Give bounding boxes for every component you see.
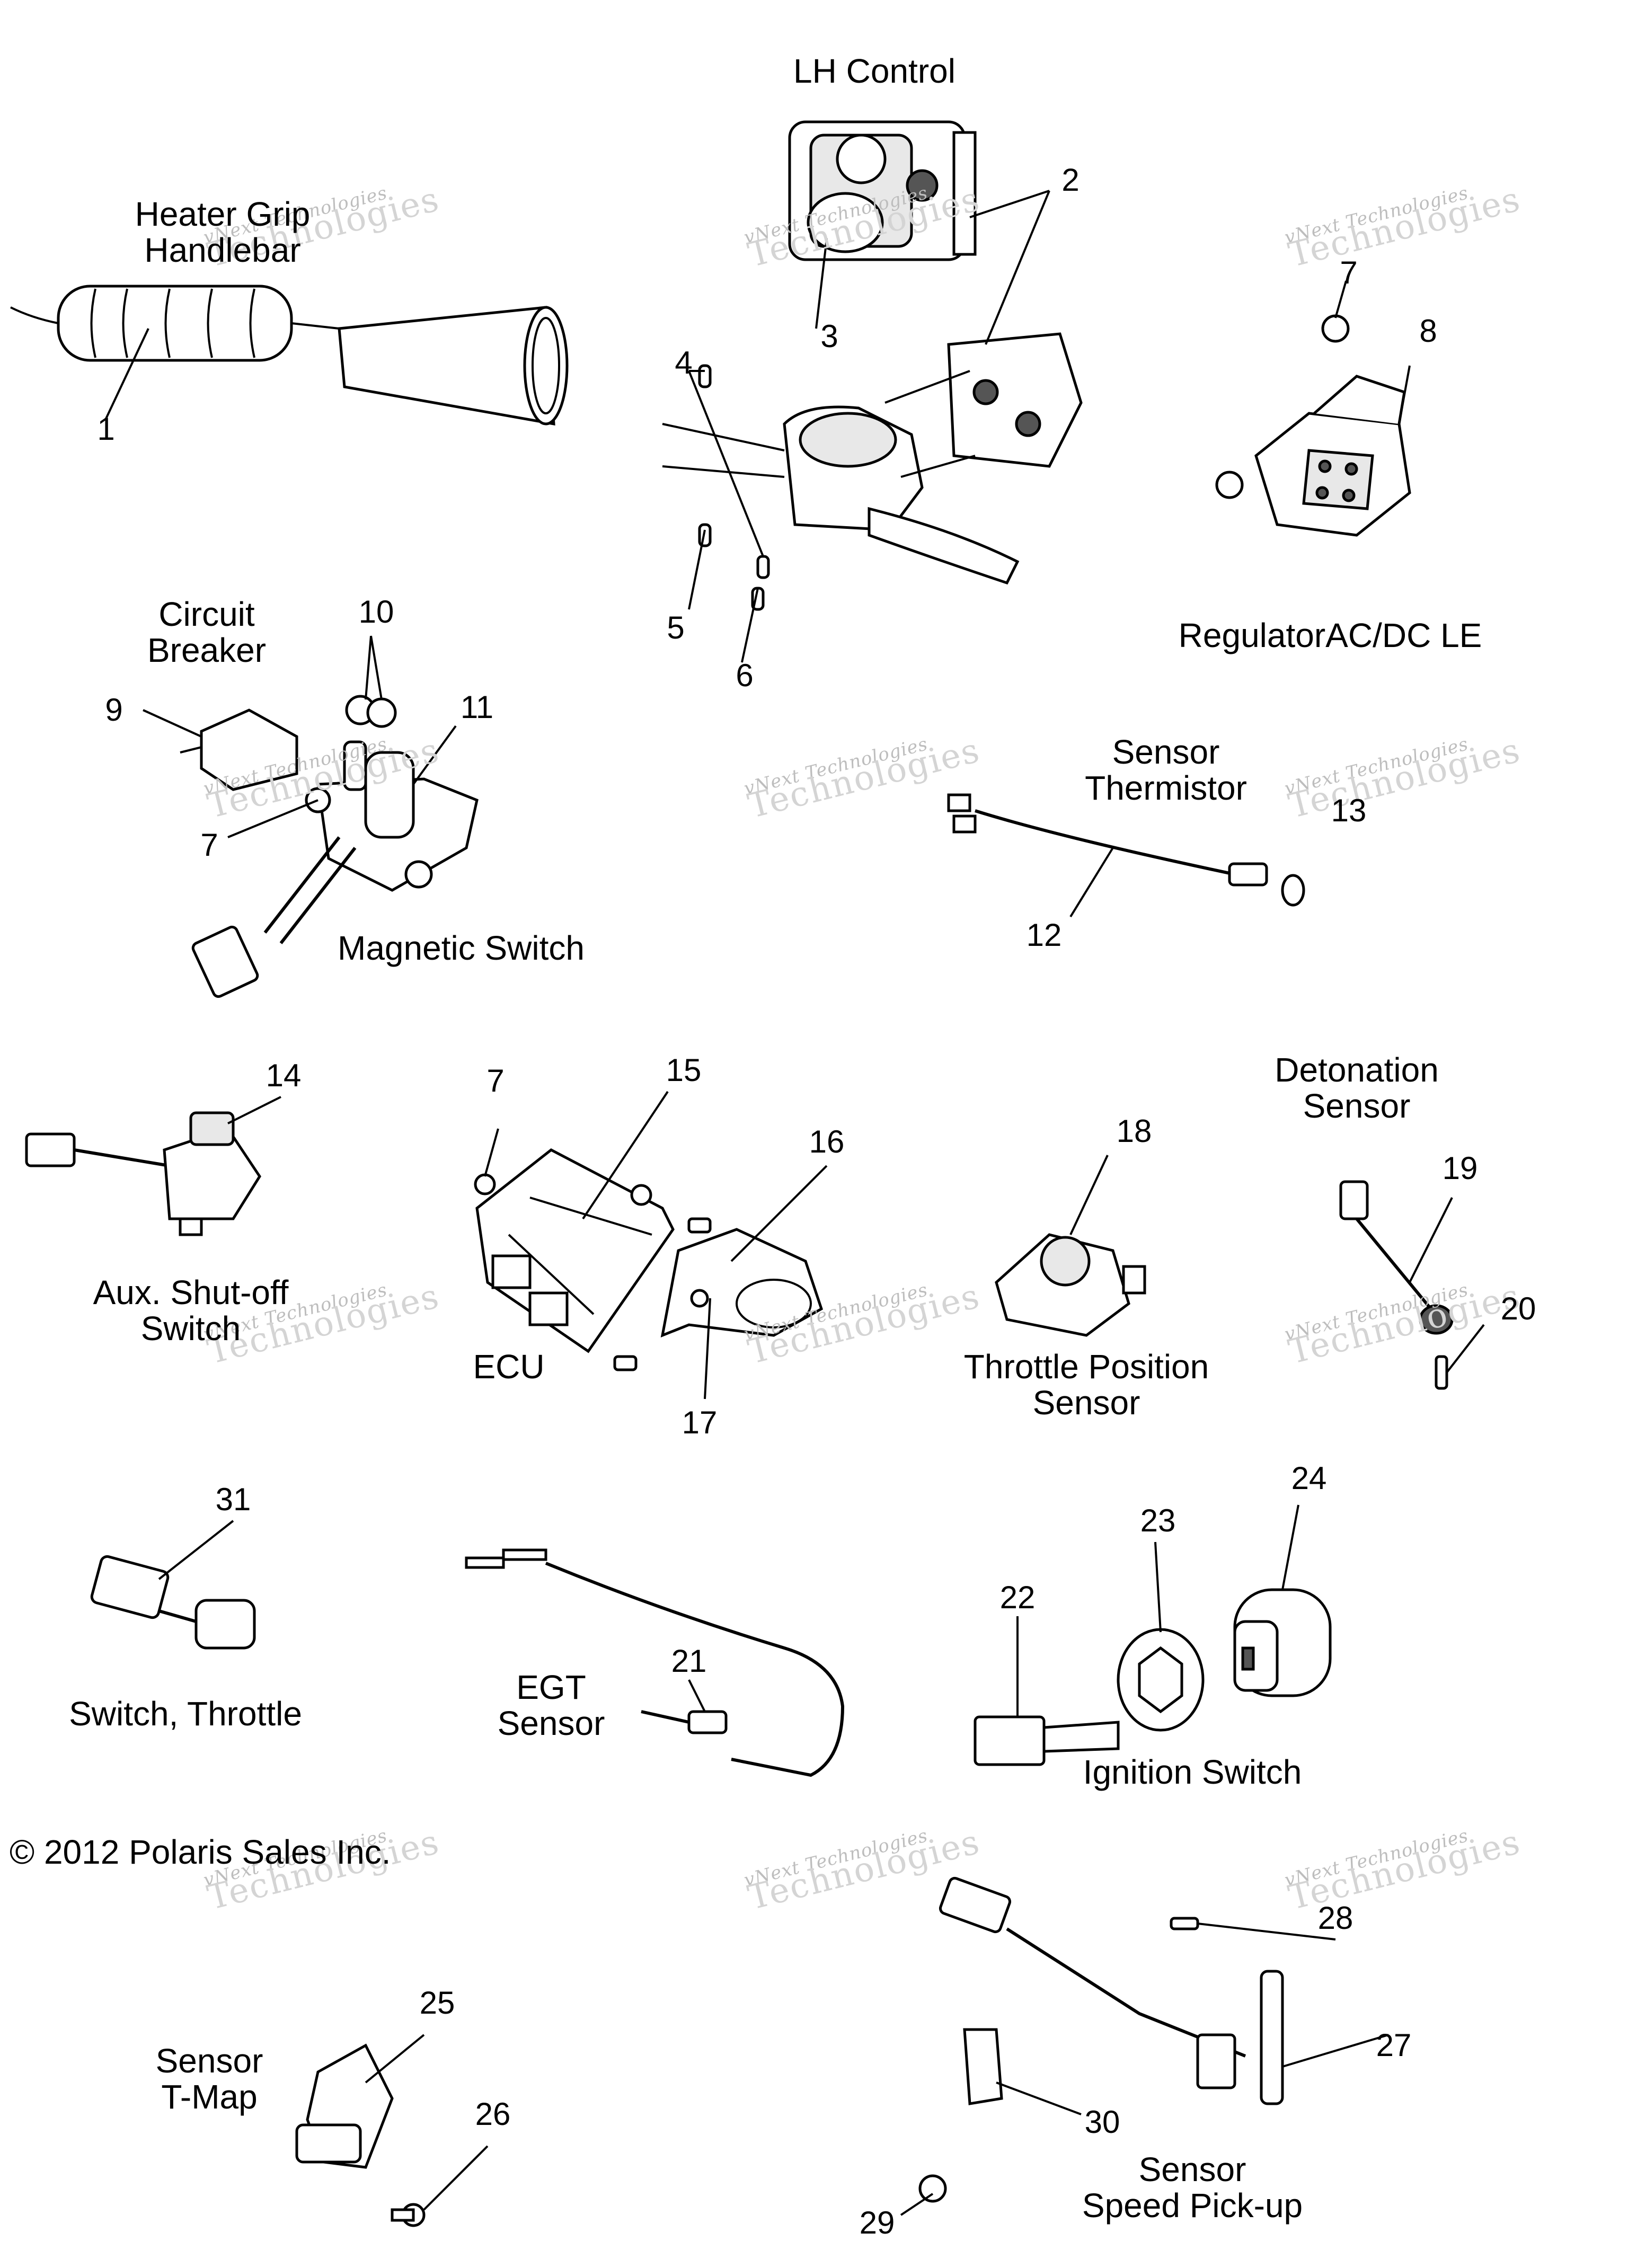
callout-15: 15	[666, 1052, 702, 1088]
callout-1: 1	[97, 411, 115, 447]
callout-20: 20	[1500, 1291, 1536, 1326]
callout-24: 24	[1291, 1460, 1327, 1496]
detonation-sensor-part	[1339, 1180, 1454, 1390]
callout-22: 22	[999, 1580, 1036, 1615]
speed-bracket-part	[918, 2028, 1003, 2203]
callout-27: 27	[1376, 2027, 1412, 2063]
leader-lines	[105, 190, 1485, 2216]
callout-17: 17	[682, 1405, 718, 1440]
callout-30: 30	[1084, 2104, 1120, 2140]
throttle-switch-part	[90, 1555, 256, 1650]
ignition-cylinder-part	[1233, 1588, 1332, 1697]
label-ignition-switch: Ignition Switch	[1083, 1753, 1302, 1791]
egt-sensor-part	[465, 1548, 845, 1777]
label-ecu: ECU	[473, 1348, 545, 1386]
callout-7-breaker: 7	[200, 827, 218, 863]
ignition-nut-part	[1117, 1628, 1205, 1732]
label-heater-grip: Heater Grip Handlebar	[135, 195, 311, 269]
aux-shutoff-switch-part	[25, 1111, 261, 1236]
label-switch-throttle: Switch, Throttle	[69, 1695, 302, 1733]
callout-26: 26	[475, 2096, 511, 2132]
callout-19: 19	[1442, 1150, 1478, 1186]
callout-6: 6	[736, 658, 754, 693]
callout-18: 18	[1116, 1113, 1152, 1149]
callout-8: 8	[1419, 313, 1437, 349]
callout-12: 12	[1026, 917, 1062, 953]
callout-3: 3	[820, 318, 838, 354]
lh-control-housing-part	[788, 120, 977, 261]
label-magnetic-switch: Magnetic Switch	[338, 929, 585, 967]
label-detonation-sensor: Detonation Sensor	[1275, 1051, 1439, 1125]
callout-7-regulator: 7	[1340, 255, 1358, 290]
ecu-part	[474, 1148, 712, 1371]
heater-grip-part	[10, 285, 340, 362]
label-regulator: RegulatorAC/DC LE	[1178, 616, 1482, 654]
lh-control-assembly-part	[662, 332, 1083, 611]
callout-29: 29	[859, 2205, 895, 2240]
thermistor-part	[947, 793, 1305, 907]
circuit-breaker-part	[180, 695, 397, 791]
label-lh-control: LH Control	[793, 52, 955, 90]
ignition-key-part	[974, 1715, 1120, 1766]
callout-2: 2	[1061, 162, 1080, 198]
callout-5: 5	[667, 610, 685, 645]
tmap-sensor-part	[295, 2043, 426, 2227]
callout-23: 23	[1140, 1503, 1176, 1538]
callout-14: 14	[266, 1058, 302, 1093]
speed-sensor-part	[939, 1876, 1284, 2105]
callout-4: 4	[675, 345, 693, 380]
callout-31: 31	[215, 1482, 251, 1517]
callout-28: 28	[1317, 1900, 1353, 1936]
callout-25: 25	[419, 1985, 455, 2021]
label-aux-shutoff: Aux. Shut-off Switch	[93, 1273, 289, 1348]
magnetic-switch-part	[191, 740, 479, 998]
throttle-position-sensor-part	[995, 1233, 1146, 1337]
handlebar-tube-part	[338, 306, 569, 426]
callout-9: 9	[105, 692, 123, 728]
callout-16: 16	[809, 1124, 845, 1159]
label-sensor-thermistor: Sensor Thermistor	[1085, 733, 1247, 807]
label-egt-sensor: EGT Sensor	[497, 1668, 605, 1742]
callout-7-ecu: 7	[486, 1063, 505, 1098]
label-circuit-breaker: Circuit Breaker	[147, 595, 267, 669]
regulator-part	[1215, 314, 1411, 537]
callout-11: 11	[460, 689, 494, 725]
ecu-bracket-part	[660, 1228, 824, 1338]
label-sensor-tmap: Sensor T-Map	[155, 2042, 263, 2116]
label-sensor-speed: Sensor Speed Pick-up	[1082, 2150, 1303, 2225]
callout-13: 13	[1331, 793, 1367, 828]
copyright-text: © 2012 Polaris Sales Inc.	[10, 1833, 391, 1871]
label-tps: Throttle Position Sensor	[963, 1348, 1209, 1422]
callout-21: 21	[671, 1643, 707, 1679]
callout-10: 10	[358, 594, 394, 630]
